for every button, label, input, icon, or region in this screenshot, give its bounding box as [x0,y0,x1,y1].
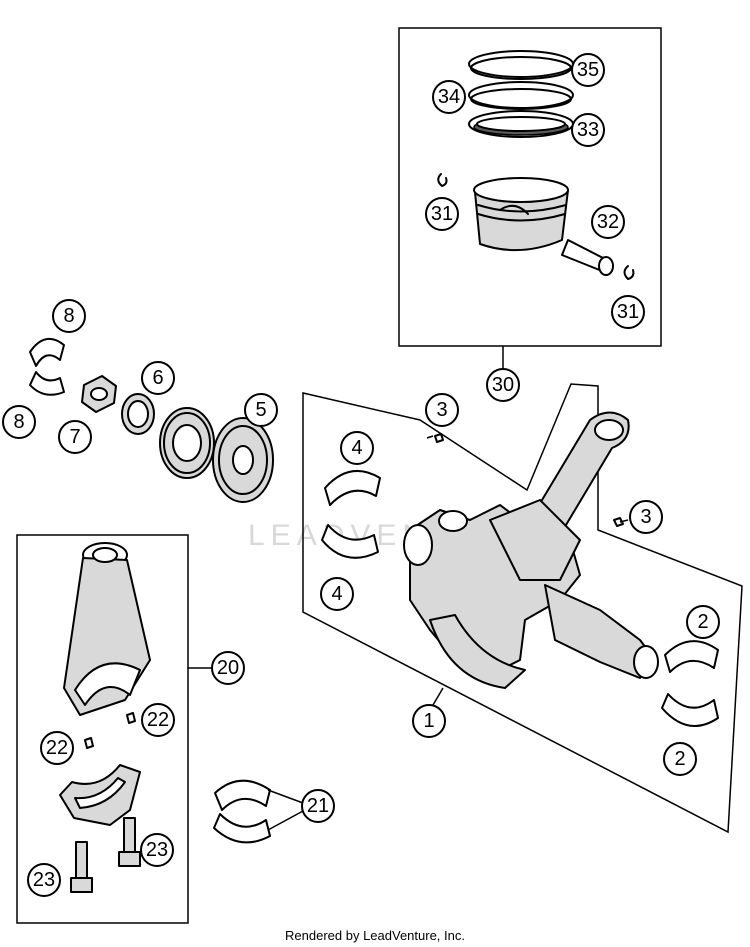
main-bearings-2 [661,640,719,727]
bearing-shells-8 [29,337,65,396]
callout-30: 30 [486,368,520,402]
callout-34: 34 [432,80,466,114]
svg-text:23: 23 [33,869,55,891]
svg-text:31: 31 [617,301,639,323]
bolt-23-left [70,841,93,893]
callout-7: 7 [58,420,92,454]
callout-33: 33 [571,113,605,147]
leader-1 [432,687,444,706]
callout-22-left: 22 [40,731,74,765]
svg-text:34: 34 [438,86,460,108]
piston-rings [468,50,574,138]
nut-7 [81,375,117,413]
piston-pin [561,239,614,276]
svg-text:5: 5 [255,399,266,421]
svg-text:20: 20 [217,657,239,679]
bolt-23-right [118,817,141,867]
svg-text:21: 21 [307,795,329,817]
callout-2-top: 2 [686,605,720,639]
dowel-22-right [126,712,136,724]
piston-group-frame [398,27,662,347]
footer-credit: Rendered by LeadVenture, Inc. [285,928,465,943]
svg-text:31: 31 [431,203,453,225]
bearing-shells-21 [213,779,271,844]
callout-3-right: 3 [629,500,663,534]
svg-text:4: 4 [331,583,342,605]
callout-5: 5 [244,393,278,427]
leader-21b [267,810,304,831]
svg-text:33: 33 [577,119,599,141]
bearing-shells-4 [321,470,381,559]
callout-8-top: 8 [52,299,86,333]
svg-text:32: 32 [597,211,619,233]
connecting-rod-assembled [489,411,630,581]
callout-6: 6 [141,361,175,395]
dowel-22-left [84,737,94,749]
callout-23-left: 23 [27,863,61,897]
callout-4-top: 4 [340,431,374,465]
svg-text:3: 3 [640,506,651,528]
callout-31-right: 31 [611,295,645,329]
callout-31-left: 31 [425,197,459,231]
circlip-top [437,173,448,187]
sprocket [159,407,215,479]
callout-35: 35 [571,53,605,87]
conrod-group-frame [16,534,189,924]
callout-21: 21 [301,789,335,823]
svg-text:22: 22 [147,709,169,731]
callout-2-bottom: 2 [663,742,697,776]
callout-20: 20 [211,651,245,685]
svg-text:1: 1 [423,710,434,732]
svg-text:35: 35 [577,59,599,81]
svg-text:2: 2 [674,748,685,770]
callout-3-top: 3 [425,393,459,427]
svg-text:8: 8 [13,411,24,433]
washer-6 [121,393,155,435]
leader-21a [267,789,304,804]
svg-text:3: 3 [436,399,447,421]
svg-text:2: 2 [697,611,708,633]
callout-8-left: 8 [2,405,36,439]
svg-text:8: 8 [63,305,74,327]
piston [473,177,569,252]
svg-text:23: 23 [146,839,168,861]
svg-text:22: 22 [46,737,68,759]
callout-23-right: 23 [140,833,174,867]
svg-text:4: 4 [351,437,362,459]
dowel-3-top [434,433,444,443]
leader-3a [426,435,434,439]
connecting-rod [63,542,151,716]
callout-22-right: 22 [141,703,175,737]
svg-text:7: 7 [69,426,80,448]
callout-1: 1 [412,704,446,738]
svg-text:30: 30 [492,374,514,396]
leader-3b [619,519,629,523]
svg-text:6: 6 [152,367,163,389]
callout-4-bottom: 4 [320,577,354,611]
dowel-3-right [613,517,624,527]
callout-32: 32 [591,205,625,239]
gear-5 [212,417,274,503]
circlip-bottom [623,265,635,280]
rod-cap [59,764,141,826]
